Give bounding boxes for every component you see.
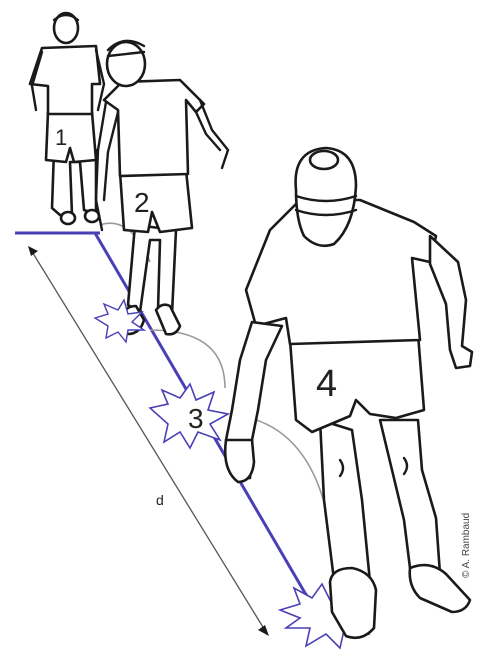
runner-1: 1 [30, 13, 104, 224]
stride-arc-2 [150, 330, 225, 388]
runner-2: 2 [96, 41, 228, 334]
runner-2-label: 2 [134, 187, 150, 218]
runner-3-label: 3 [188, 403, 204, 434]
runner-4: 4 [225, 148, 472, 638]
runner-1-label: 1 [55, 125, 67, 150]
credit-text: © A. Rambaud [461, 513, 472, 578]
distance-label: d [156, 492, 164, 508]
runner-4-label: 4 [316, 363, 337, 405]
